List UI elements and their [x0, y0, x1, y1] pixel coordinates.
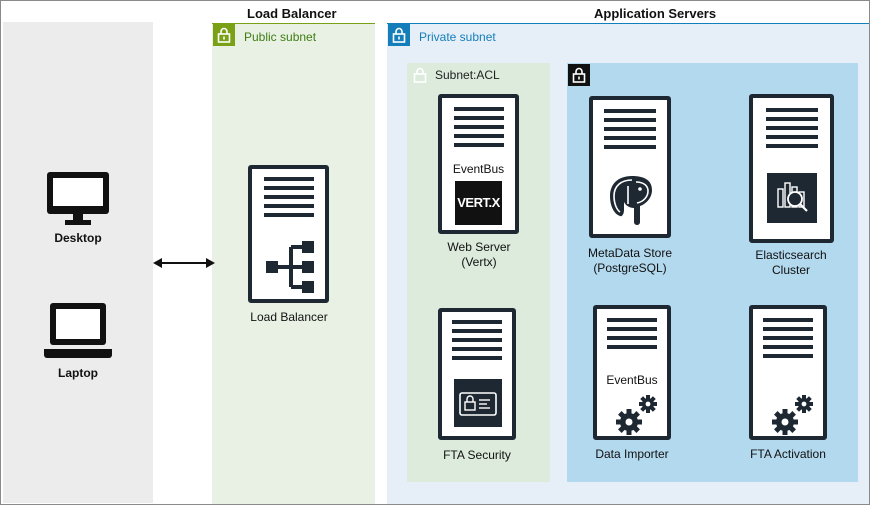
load-balancer-heading: Load Balancer — [247, 6, 337, 21]
fta-activation-server — [749, 305, 827, 440]
web-server: EventBus VERT.X — [438, 94, 519, 234]
elasticsearch-label-line1: Elasticsearch — [755, 248, 827, 262]
web-server-eventbus-badge: EventBus — [452, 162, 505, 176]
client-connection-arrow — [153, 256, 215, 270]
id-card-lock-icon — [454, 379, 502, 427]
load-balancer-label: Load Balancer — [250, 310, 328, 324]
vertx-logo: VERT.X — [455, 181, 502, 225]
data-importer-server: EventBus — [593, 305, 671, 440]
metadata-store-label: MetaData Store (PostgreSQL) — [569, 246, 691, 276]
client-zone — [3, 22, 153, 503]
laptop-icon — [44, 301, 112, 359]
load-balancer-server — [248, 165, 329, 303]
web-server-label-line2: (Vertx) — [461, 255, 497, 269]
secure-group-lock-icon — [568, 64, 590, 86]
public-subnet-label: Public subnet — [244, 30, 317, 44]
data-importer-eventbus-badge: EventBus — [606, 373, 658, 387]
data-importer-gears-icon — [615, 394, 661, 436]
fta-activation-gears-icon — [771, 394, 817, 436]
laptop-label: Laptop — [58, 366, 98, 380]
fta-security-label: FTA Security — [443, 448, 511, 462]
desktop-label: Desktop — [54, 231, 102, 245]
elasticsearch-icon — [767, 173, 817, 223]
web-server-label-line1: Web Server — [447, 240, 511, 254]
acl-subnet-label: Subnet:ACL — [435, 68, 500, 82]
fta-security-server — [438, 308, 516, 440]
load-balancer-icon — [264, 241, 316, 293]
elasticsearch-server — [749, 94, 834, 243]
elasticsearch-label-line2: Cluster — [771, 263, 810, 277]
metadata-store-label-line2: (PostgreSQL) — [593, 261, 667, 275]
postgresql-elephant-icon — [606, 172, 658, 228]
elasticsearch-label: Elasticsearch Cluster — [730, 248, 852, 278]
fta-activation-label: FTA Activation — [750, 447, 826, 461]
metadata-store-label-line1: MetaData Store — [587, 246, 673, 260]
application-servers-heading: Application Servers — [594, 6, 717, 21]
vertx-logo-text: VERT.X — [457, 195, 500, 210]
acl-lock-icon — [409, 64, 431, 86]
private-subnet-label: Private subnet — [419, 30, 496, 44]
metadata-store-server — [589, 96, 671, 238]
desktop-icon — [45, 170, 111, 228]
public-subnet-lock-icon — [213, 24, 235, 46]
web-server-label: Web Server (Vertx) — [418, 240, 540, 270]
data-importer-label: Data Importer — [595, 447, 669, 461]
private-subnet-lock-icon — [388, 24, 410, 46]
